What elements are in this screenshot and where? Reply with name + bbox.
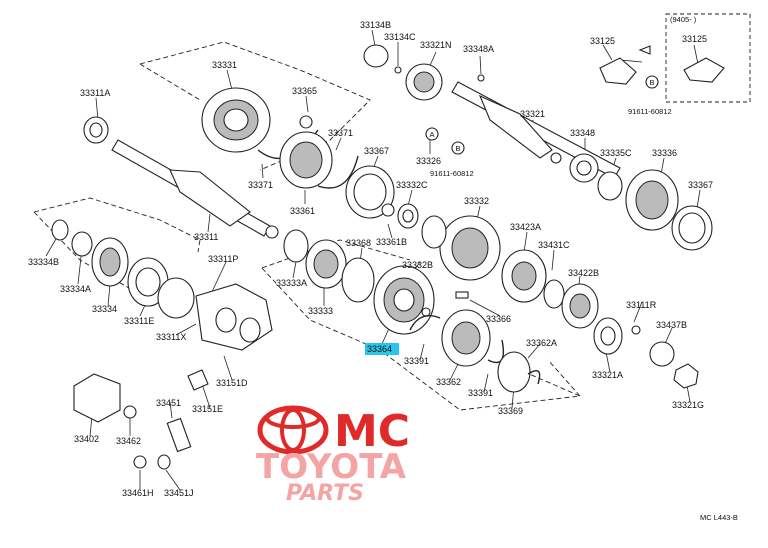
- label-33321G[interactable]: 33321G: [672, 400, 704, 410]
- label-33151E[interactable]: 33151E: [192, 404, 223, 414]
- label-33348[interactable]: 33348: [570, 128, 595, 138]
- label-33321A[interactable]: 33321A: [592, 370, 623, 380]
- label-33391-lower[interactable]: 33391: [468, 388, 493, 398]
- date-note: (9405- ): [670, 15, 697, 24]
- label-33333[interactable]: 33333: [308, 306, 333, 316]
- label-33334[interactable]: 33334: [92, 304, 117, 314]
- callout-a-letter: A: [430, 130, 435, 139]
- label-33361B[interactable]: 33361B: [376, 237, 407, 247]
- part-labels: (9405- ) 33134B 33134C 33321N 33348A 331…: [28, 15, 738, 522]
- label-33125[interactable]: 33125: [590, 36, 615, 46]
- label-33366[interactable]: 33366: [486, 314, 511, 324]
- label-33151D[interactable]: 33151D: [216, 378, 248, 388]
- label-33391[interactable]: 33391: [404, 356, 429, 366]
- label-33461H[interactable]: 33461H: [122, 488, 154, 498]
- label-33336[interactable]: 33336: [652, 148, 677, 158]
- watermark-mc: MC: [334, 406, 410, 457]
- label-33367[interactable]: 33367: [364, 146, 389, 156]
- label-33332[interactable]: 33332: [464, 196, 489, 206]
- label-33333A[interactable]: 33333A: [276, 278, 307, 288]
- label-33362A[interactable]: 33362A: [526, 338, 557, 348]
- label-33331[interactable]: 33331: [212, 60, 237, 70]
- label-33335C[interactable]: 33335C: [600, 148, 632, 158]
- label-91611-60812[interactable]: 91611-60812: [628, 107, 672, 116]
- label-33134B[interactable]: 33134B: [360, 20, 391, 30]
- label-33321[interactable]: 33321: [520, 109, 545, 119]
- figure-code: MC L443-B: [700, 513, 738, 522]
- output-shaft: [451, 81, 621, 179]
- label-33451[interactable]: 33451: [156, 398, 181, 408]
- label-33361[interactable]: 33361: [290, 206, 315, 216]
- label-33134C[interactable]: 33134C: [384, 32, 416, 42]
- label-33125-new[interactable]: 33125: [682, 34, 707, 44]
- label-33311[interactable]: 33311: [194, 232, 218, 242]
- callout-a-marker: [425, 127, 439, 141]
- label-33111R[interactable]: 33111R: [626, 300, 657, 310]
- label-33326[interactable]: 33326: [416, 156, 441, 166]
- label-33371[interactable]: 33371: [328, 128, 353, 138]
- label-33332B[interactable]: 33332B: [402, 260, 433, 270]
- input-shaft: [111, 139, 279, 239]
- callout-b-marker: [451, 141, 465, 155]
- label-33348A[interactable]: 33348A: [463, 44, 494, 54]
- label-33334A[interactable]: 33334A: [60, 284, 91, 294]
- watermark-parts: PARTS: [286, 481, 364, 506]
- watermark-toyota: TOYOTA: [256, 447, 407, 487]
- label-33311P[interactable]: 33311P: [208, 254, 238, 264]
- label-33362[interactable]: 33362: [436, 377, 461, 387]
- callout-b-letter-2: B: [650, 78, 655, 87]
- label-33423A[interactable]: 33423A: [510, 222, 541, 232]
- label-33451J[interactable]: 33451J: [164, 488, 194, 498]
- label-33402[interactable]: 33402: [74, 434, 99, 444]
- label-33368[interactable]: 33368: [346, 238, 371, 248]
- label-33364[interactable]: 33364: [367, 344, 392, 354]
- callout-b-marker-2: [645, 75, 659, 89]
- label-33334B[interactable]: 33334B: [28, 257, 59, 267]
- label-33371-lower[interactable]: 33371: [248, 180, 273, 190]
- label-33422B[interactable]: 33422B: [568, 268, 599, 278]
- label-33332C[interactable]: 33332C: [396, 180, 428, 190]
- label-33365[interactable]: 33365: [292, 86, 317, 96]
- callout-b-letter: B: [456, 144, 461, 153]
- highlighted-part-marker: [365, 343, 399, 355]
- label-33462[interactable]: 33462: [116, 436, 141, 446]
- label-33311X[interactable]: 33311X: [156, 332, 186, 342]
- label-33321N[interactable]: 33321N: [420, 40, 452, 50]
- watermark: MC TOYOTA PARTS: [256, 405, 410, 506]
- label-33437B[interactable]: 33437B: [656, 320, 687, 330]
- toyota-emblem-icon: [257, 405, 329, 455]
- parts-shapes: [51, 44, 725, 470]
- label-33311E[interactable]: 33311E: [124, 316, 154, 326]
- label-33369[interactable]: 33369: [498, 406, 523, 416]
- label-33431C[interactable]: 33431C: [538, 240, 570, 250]
- label-91611-60812-b[interactable]: 91611-60812: [430, 169, 474, 178]
- callout-markers: A B B: [425, 45, 659, 155]
- label-33311A[interactable]: 33311A: [80, 88, 110, 98]
- label-33367-right[interactable]: 33367: [688, 180, 713, 190]
